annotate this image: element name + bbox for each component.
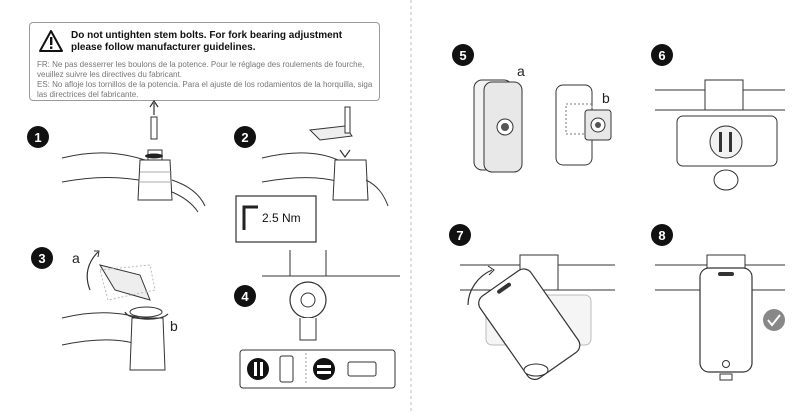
step-3-label-a: a xyxy=(72,250,80,266)
step-7: 7 xyxy=(449,224,615,380)
step-1-bolt xyxy=(150,116,158,140)
step-8-badge xyxy=(651,224,673,246)
step-5-label-b: b xyxy=(602,90,610,106)
check-icon xyxy=(763,309,785,331)
step-2: 2 2.5 Nm xyxy=(234,106,389,243)
portrait-mount-icon xyxy=(247,358,269,380)
step-5-label-a: a xyxy=(517,63,525,79)
step-6: 6 xyxy=(651,44,785,191)
warning-title: Do not untighten stem bolts. For fork be… xyxy=(71,30,343,53)
landscape-phone-icon xyxy=(347,361,377,377)
warning-text-fr: FR: Ne pas desserrer les boulons de la p… xyxy=(37,60,365,79)
step-1-bike-frame xyxy=(61,152,206,213)
step-4-mount-arm xyxy=(299,318,317,341)
step-1: 1 xyxy=(27,99,206,213)
step-3-stem-top xyxy=(129,306,163,318)
step-4-number: 4 xyxy=(241,289,249,304)
step-7-phone xyxy=(478,268,581,380)
step-2-number: 2 xyxy=(241,130,248,145)
rotate-arrow-icon xyxy=(467,269,493,306)
warning-box: Do not untighten stem bolts. For fork be… xyxy=(29,22,380,101)
landscape-mount-icon xyxy=(313,358,335,380)
step-6-mount xyxy=(713,169,739,191)
down-arrow-icon xyxy=(339,149,351,159)
step-1-number: 1 xyxy=(34,130,41,145)
step-5-number: 5 xyxy=(459,48,466,63)
step-6-number: 6 xyxy=(658,48,665,63)
step-1-washer xyxy=(145,153,163,159)
torque-label: 2.5 Nm xyxy=(262,211,301,225)
step-5-badge xyxy=(452,44,474,66)
step-3-bike-frame xyxy=(61,312,166,371)
step-4-badge xyxy=(234,285,256,307)
step-5: 5 a b xyxy=(452,44,612,173)
step-3-label-b: b xyxy=(170,318,178,334)
warning-text-es: ES: No afloje los tornillos de la potenc… xyxy=(37,80,373,99)
step-7-number: 7 xyxy=(456,228,463,243)
step-8: 8 xyxy=(651,224,785,381)
torque-box xyxy=(235,195,317,243)
portrait-phone-icon xyxy=(279,355,294,383)
warning-icon xyxy=(39,30,63,52)
step-4: 4 xyxy=(234,250,400,389)
step-6-badge xyxy=(651,44,673,66)
step-3-number: 3 xyxy=(38,251,45,266)
step-3-badge xyxy=(31,247,53,269)
step-2-bolt xyxy=(344,106,351,134)
step-8-number: 8 xyxy=(658,228,665,243)
step-3-mount-ghost xyxy=(99,264,156,301)
step-1-badge xyxy=(27,126,49,148)
step-8-phone xyxy=(699,267,753,373)
step-2-badge xyxy=(234,126,256,148)
step-3-mount xyxy=(98,264,151,301)
step-2-bike-frame xyxy=(261,152,389,207)
step-2-mount-adapter xyxy=(308,125,353,141)
step-3: 3 a b xyxy=(31,247,178,371)
rotate-arrow-icon xyxy=(86,251,99,291)
allen-key-icon xyxy=(242,205,258,230)
step-7-badge xyxy=(449,224,471,246)
